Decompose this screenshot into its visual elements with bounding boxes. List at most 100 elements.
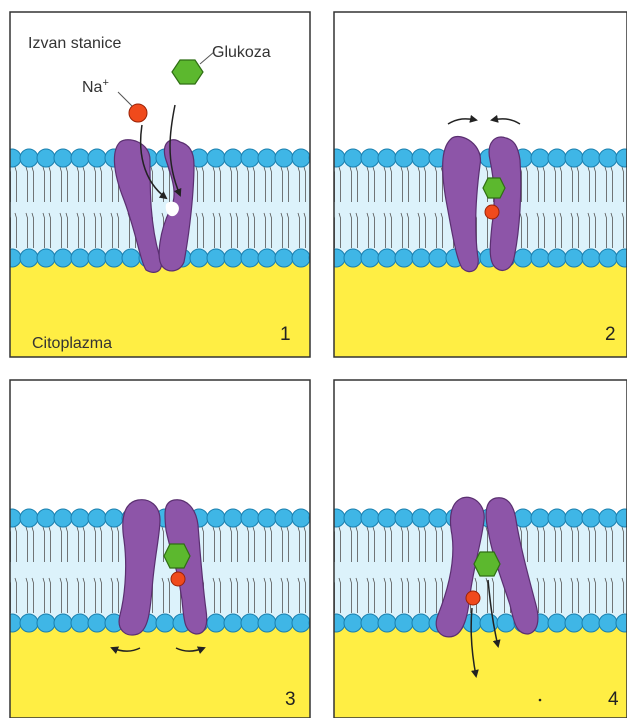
lipid-head bbox=[37, 149, 55, 167]
lipid-head bbox=[224, 509, 242, 527]
glucose-molecule bbox=[474, 552, 500, 576]
lipid-head bbox=[412, 149, 430, 167]
lipid-head bbox=[37, 249, 55, 267]
lipid-head bbox=[327, 249, 345, 267]
sodium-ion bbox=[466, 591, 480, 605]
glucose-molecule bbox=[164, 544, 190, 568]
lipid-head bbox=[378, 509, 396, 527]
panel-number-1: 1 bbox=[280, 324, 291, 345]
lipid-head bbox=[548, 249, 566, 267]
lipid-heads-inner bbox=[3, 614, 327, 632]
lipid-head bbox=[292, 249, 310, 267]
lipid-head bbox=[54, 509, 72, 527]
lipid-head bbox=[378, 149, 396, 167]
lipid-head bbox=[190, 249, 208, 267]
lipid-head bbox=[531, 149, 549, 167]
lipid-head bbox=[156, 614, 174, 632]
lipid-head bbox=[582, 509, 600, 527]
lipid-head bbox=[3, 509, 21, 527]
lipid-head bbox=[582, 249, 600, 267]
glucose-label: Glukoza bbox=[212, 44, 271, 61]
lipid-tail bbox=[315, 167, 317, 202]
lipid-head bbox=[378, 614, 396, 632]
lipid-head bbox=[3, 614, 21, 632]
lipid-head bbox=[565, 509, 583, 527]
cytoplasm-region bbox=[334, 262, 627, 357]
lipid-head bbox=[309, 614, 327, 632]
lipid-head bbox=[54, 249, 72, 267]
lipid-head bbox=[71, 149, 89, 167]
lipid-head bbox=[582, 149, 600, 167]
lipid-tail bbox=[315, 527, 317, 562]
lipid-head bbox=[88, 249, 106, 267]
lipid-head bbox=[309, 149, 327, 167]
lipid-head bbox=[224, 249, 242, 267]
lipid-head bbox=[207, 614, 225, 632]
lipid-head bbox=[395, 249, 413, 267]
lipid-head bbox=[412, 249, 430, 267]
membrane-core bbox=[334, 158, 627, 258]
lipid-head bbox=[395, 509, 413, 527]
lipid-head bbox=[241, 509, 259, 527]
lipid-head bbox=[531, 509, 549, 527]
lipid-head bbox=[207, 149, 225, 167]
lipid-head bbox=[275, 509, 293, 527]
lipid-head bbox=[241, 249, 259, 267]
panel-2 bbox=[327, 12, 627, 357]
lipid-head bbox=[344, 149, 362, 167]
glucose-molecule bbox=[483, 178, 505, 198]
lipid-head bbox=[3, 249, 21, 267]
lipid-head bbox=[105, 509, 123, 527]
lipid-head bbox=[258, 249, 276, 267]
lipid-head bbox=[241, 614, 259, 632]
panel-1 bbox=[3, 12, 327, 357]
panel-number-3: 3 bbox=[285, 689, 296, 710]
lipid-head bbox=[395, 149, 413, 167]
lipid-head bbox=[275, 249, 293, 267]
membrane-core bbox=[10, 518, 310, 623]
lipid-head bbox=[275, 614, 293, 632]
lipid-head bbox=[361, 614, 379, 632]
lipid-head bbox=[429, 249, 447, 267]
lipid-head bbox=[327, 614, 345, 632]
speck bbox=[539, 699, 542, 702]
lipid-head bbox=[361, 149, 379, 167]
lipid-head bbox=[599, 149, 617, 167]
lipid-head bbox=[412, 509, 430, 527]
lipid-head bbox=[378, 249, 396, 267]
cytoplasm-region bbox=[334, 625, 627, 718]
lipid-head bbox=[344, 509, 362, 527]
lipid-head bbox=[88, 509, 106, 527]
lipid-head bbox=[599, 249, 617, 267]
lipid-head bbox=[548, 614, 566, 632]
lipid-head bbox=[395, 614, 413, 632]
lipid-head bbox=[3, 149, 21, 167]
lipid-head bbox=[224, 149, 242, 167]
lipid-head bbox=[88, 149, 106, 167]
panel-number-2: 2 bbox=[605, 324, 616, 345]
lipid-head bbox=[599, 509, 617, 527]
lipid-head bbox=[548, 509, 566, 527]
lipid-head bbox=[565, 614, 583, 632]
lipid-head bbox=[207, 509, 225, 527]
lipid-head bbox=[71, 614, 89, 632]
lipid-head bbox=[361, 509, 379, 527]
lipid-head bbox=[224, 614, 242, 632]
lipid-head bbox=[327, 509, 345, 527]
lipid-head bbox=[258, 614, 276, 632]
lipid-tail bbox=[321, 213, 323, 248]
lipid-head bbox=[514, 249, 532, 267]
lipid-head bbox=[361, 249, 379, 267]
lipid-head bbox=[531, 249, 549, 267]
lipid-head bbox=[599, 614, 617, 632]
outside-label: Izvan stanice bbox=[28, 35, 121, 52]
lipid-head bbox=[344, 249, 362, 267]
lipid-head bbox=[71, 249, 89, 267]
lipid-head bbox=[275, 149, 293, 167]
lipid-tail bbox=[315, 213, 317, 248]
lipid-head bbox=[20, 149, 38, 167]
lipid-head bbox=[412, 614, 430, 632]
lipid-tail bbox=[321, 578, 323, 613]
lipid-head bbox=[327, 149, 345, 167]
